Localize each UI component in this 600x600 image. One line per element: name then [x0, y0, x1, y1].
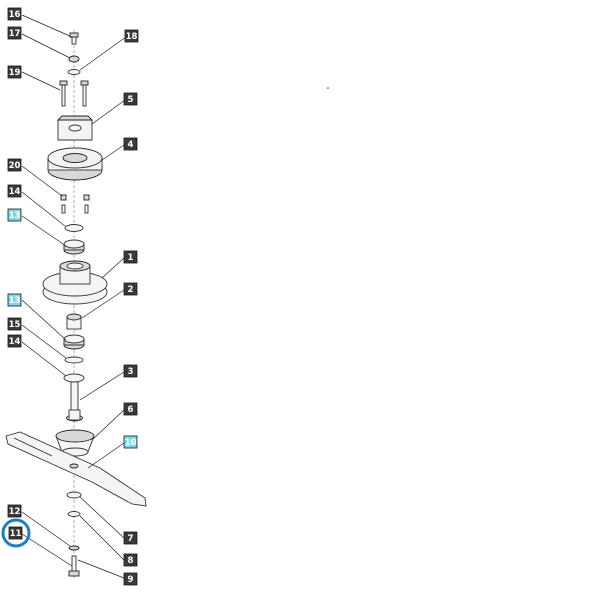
part-18-washer [67, 69, 81, 75]
callout-14-lower: 14 [7, 334, 22, 348]
part-14-washer-upper [64, 224, 84, 232]
part-5-plate [56, 115, 94, 141]
callout-8-label: 8 [128, 556, 134, 566]
part-19-bolts [59, 80, 89, 107]
part-3-spindle [66, 381, 83, 422]
callout-20-label: 20 [9, 161, 21, 171]
part-10-blade [5, 431, 147, 507]
callout-13-upper-label: 13 [9, 211, 21, 221]
callout-17: 17 [7, 26, 22, 40]
part-15-circlip [64, 356, 84, 364]
stray-dot [327, 87, 329, 89]
callout-5: 5 [123, 92, 138, 106]
callout-8: 8 [123, 553, 138, 567]
callout-14-upper-label: 14 [9, 187, 21, 197]
callout-10: 10 [123, 435, 138, 449]
callout-7: 7 [123, 531, 138, 545]
callout-15-label: 15 [9, 320, 21, 330]
callout-18-label: 18 [126, 32, 138, 42]
callout-14-lower-label: 14 [9, 337, 21, 347]
part-20-nuts [60, 194, 90, 214]
callout-19: 19 [7, 65, 22, 79]
callout-18: 18 [124, 29, 139, 43]
callout-1: 1 [123, 250, 138, 264]
callout-6: 6 [123, 402, 138, 416]
callout-13-upper: 13 [7, 208, 22, 222]
callout-16-label: 16 [9, 10, 21, 20]
callout-12: 12 [7, 504, 22, 518]
callout-13-lower: 13 [7, 293, 22, 307]
part-7-washer [66, 491, 82, 499]
callout-10-label: 10 [125, 438, 137, 448]
part-16-bolt [69, 32, 79, 45]
callout-9: 9 [123, 572, 138, 586]
callout-5-label: 5 [128, 95, 134, 105]
callout-15: 15 [7, 317, 22, 331]
callout-13-lower-label: 13 [9, 296, 21, 306]
part-14-washer-lower [63, 373, 85, 383]
callout-1-label: 1 [128, 253, 134, 263]
callout-17-label: 17 [9, 29, 21, 39]
callout-11-label: 11 [10, 529, 22, 539]
part-13-bearing-lower [63, 334, 85, 350]
callout-4: 4 [123, 137, 138, 151]
callout-9-label: 9 [128, 575, 134, 585]
callout-3-label: 3 [128, 367, 134, 377]
part-17-nut [68, 55, 80, 63]
part-1-housing [42, 260, 108, 305]
callout-16: 16 [7, 7, 22, 21]
highlight-ring-11 [1, 518, 31, 548]
callout-3: 3 [123, 364, 138, 378]
callout-12-label: 12 [9, 507, 21, 517]
callout-20: 20 [7, 158, 22, 172]
callout-6-label: 6 [128, 405, 134, 415]
callout-11: 11 [8, 526, 23, 540]
callout-4-label: 4 [128, 140, 134, 150]
part-8-washer [67, 511, 81, 517]
part-2-spacer [66, 313, 82, 330]
part-4-pulley [47, 147, 103, 181]
part-13-bearing-upper [63, 239, 85, 255]
part-9-blade-bolt [68, 555, 80, 577]
part-12-lock-washer [68, 545, 80, 551]
leader-lines [21, 14, 127, 579]
callout-7-label: 7 [128, 534, 134, 544]
callout-19-label: 19 [9, 68, 21, 78]
callout-2: 2 [123, 282, 138, 296]
callout-14-upper: 14 [7, 184, 22, 198]
callout-2-label: 2 [128, 285, 134, 295]
